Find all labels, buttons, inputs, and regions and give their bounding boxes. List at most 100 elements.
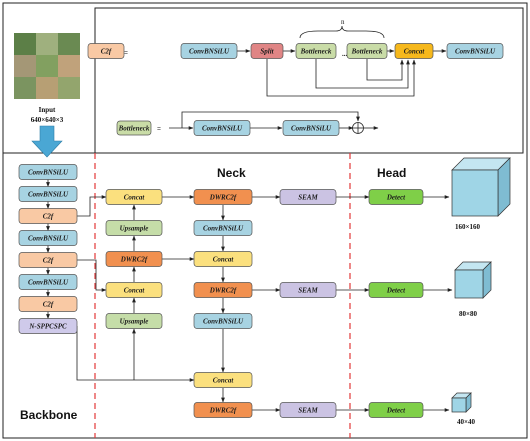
neck-col2-block-1: DWRC2f (193, 189, 253, 205)
head-detect-3: Detect (368, 402, 424, 418)
backbone-block-8-label: N-SPPCSPC (28, 323, 67, 331)
legend-b2-skip (366, 59, 404, 81)
neck-col2-block-7: DWRC2f (193, 402, 253, 418)
neck-seam-2: SEAM (279, 282, 337, 298)
link-c2f-2-to-concat-2 (77, 259, 107, 292)
neck-col1-block-4-label: Concat (124, 287, 146, 295)
neck-col1-block-2: Upsample (105, 220, 163, 236)
head-detect-1-label: Detect (386, 194, 406, 202)
legend-bottleneck-block: Bottleneck (116, 120, 152, 136)
output-size-2: 80×80 (459, 310, 477, 318)
legend-split-skip (266, 59, 416, 97)
legend-bottleneck-equals: = (157, 125, 161, 133)
backbone-block-2: ConvBNSiLU (18, 186, 78, 202)
output-size-3: 40×40 (457, 418, 475, 426)
legend-split: Split (250, 43, 284, 59)
neck-col2-block-3: Concat (193, 251, 253, 267)
backbone-block-2-label: ConvBNSiLU (28, 191, 69, 199)
neck-col1-block-5-label: Upsample (120, 318, 149, 326)
neck-col1-block-1: Concat (105, 189, 163, 205)
legend-bottleneck-2: Bottleneck (346, 43, 388, 59)
head-detect-1: Detect (368, 189, 424, 205)
head-title: Head (377, 166, 406, 180)
backbone-block-4-label: ConvBNSiLU (28, 235, 69, 243)
legend-c2f-conv2: ConvBNSiLU (446, 43, 504, 59)
link-c2f-1-to-concat-1 (77, 195, 107, 217)
legend-c2f-block: C2f (87, 43, 125, 59)
backbone-block-5: C2f (18, 252, 78, 268)
input-size: 640×640×3 (31, 116, 64, 124)
head-detect-2-label: Detect (386, 287, 406, 295)
legend-bn-conv2: ConvBNSiLU (282, 120, 340, 136)
neck-col2-block-2: ConvBNSiLU (193, 220, 253, 236)
neck-seam-3: SEAM (279, 402, 337, 418)
neck-seam-3-label: SEAM (298, 407, 318, 415)
output-cube-3 (451, 392, 472, 413)
head-detect-2: Detect (368, 282, 424, 298)
backbone-block-6-label: ConvBNSiLU (28, 279, 69, 287)
backbone-block-3-label: C2f (43, 213, 54, 221)
legend-bn-conv2-label: ConvBNSiLU (291, 125, 332, 133)
legend-bottleneck-2-label: Bottleneck (351, 48, 383, 56)
legend-bn-conv1-label: ConvBNSiLU (202, 125, 243, 133)
connector-lines (46, 25, 453, 412)
neck-col1-block-1-label: Concat (124, 194, 146, 202)
output-cube-1 (451, 157, 511, 217)
backbone-block-3: C2f (18, 208, 78, 224)
neck-seam-2-label: SEAM (298, 287, 318, 295)
input-label: Input (39, 106, 56, 114)
legend-bottleneck-block-label: Bottleneck (118, 125, 150, 133)
legend-concat: Concat (394, 43, 434, 59)
backbone-block-1-label: ConvBNSiLU (28, 169, 69, 177)
backbone-block-1: ConvBNSiLU (18, 164, 78, 180)
neck-seam-1: SEAM (279, 189, 337, 205)
neck-col2-block-5-label: ConvBNSiLU (203, 318, 244, 326)
legend-bn-conv1: ConvBNSiLU (193, 120, 251, 136)
legend-bottleneck-1-label: Bottleneck (300, 48, 332, 56)
legend-b1-skip (315, 59, 410, 89)
neck-col1-block-4: Concat (105, 282, 163, 298)
backbone-block-6: ConvBNSiLU (18, 274, 78, 290)
neck-seam-1-label: SEAM (298, 194, 318, 202)
backbone-block-7: C2f (18, 296, 78, 312)
legend-bottleneck-1: Bottleneck (295, 43, 337, 59)
n-brace (299, 25, 385, 39)
neck-col2-block-5: ConvBNSiLU (193, 313, 253, 329)
neck-col2-block-4-label: DWRC2f (209, 287, 237, 295)
legend-c2f-block-label: C2f (101, 48, 112, 56)
backbone-block-4: ConvBNSiLU (18, 230, 78, 246)
head-detect-3-label: Detect (386, 407, 406, 415)
output-size-1: 160×160 (455, 223, 480, 231)
neck-col1-block-2-label: Upsample (120, 225, 149, 233)
legend-bn-residual (181, 111, 360, 128)
neck-col2-block-4: DWRC2f (193, 282, 253, 298)
neck-col1-block-3-label: DWRC2f (120, 256, 148, 264)
backbone-block-8: N-SPPCSPC (18, 318, 78, 334)
input-arrow (31, 125, 63, 158)
legend-n-label: n (341, 18, 345, 26)
input-image (14, 33, 80, 99)
neck-col2-block-3-label: Concat (213, 256, 235, 264)
legend-dots: ... (342, 50, 348, 58)
legend-concat-label: Concat (404, 48, 426, 56)
neck-col1-block-5: Upsample (105, 313, 163, 329)
backbone-block-5-label: C2f (43, 257, 54, 265)
output-cubes (451, 157, 511, 413)
neck-col2-block-6: Concat (193, 372, 253, 388)
neck-col1-block-3: DWRC2f (105, 251, 163, 267)
legend-c2f-conv2-label: ConvBNSiLU (455, 48, 496, 56)
legend-c2f-equals: = (124, 49, 128, 57)
neck-col2-block-2-label: ConvBNSiLU (203, 225, 244, 233)
backbone-block-7-label: C2f (43, 301, 54, 309)
link-sppcspc-to-concat-3 (76, 326, 195, 382)
neck-col2-block-7-label: DWRC2f (209, 407, 237, 415)
legend-frame (94, 7, 524, 154)
legend-c2f-conv1-label: ConvBNSiLU (189, 48, 230, 56)
backbone-title: Backbone (20, 408, 78, 422)
neck-title: Neck (217, 166, 246, 180)
legend-c2f-conv1: ConvBNSiLU (180, 43, 238, 59)
neck-col2-block-6-label: Concat (213, 377, 235, 385)
